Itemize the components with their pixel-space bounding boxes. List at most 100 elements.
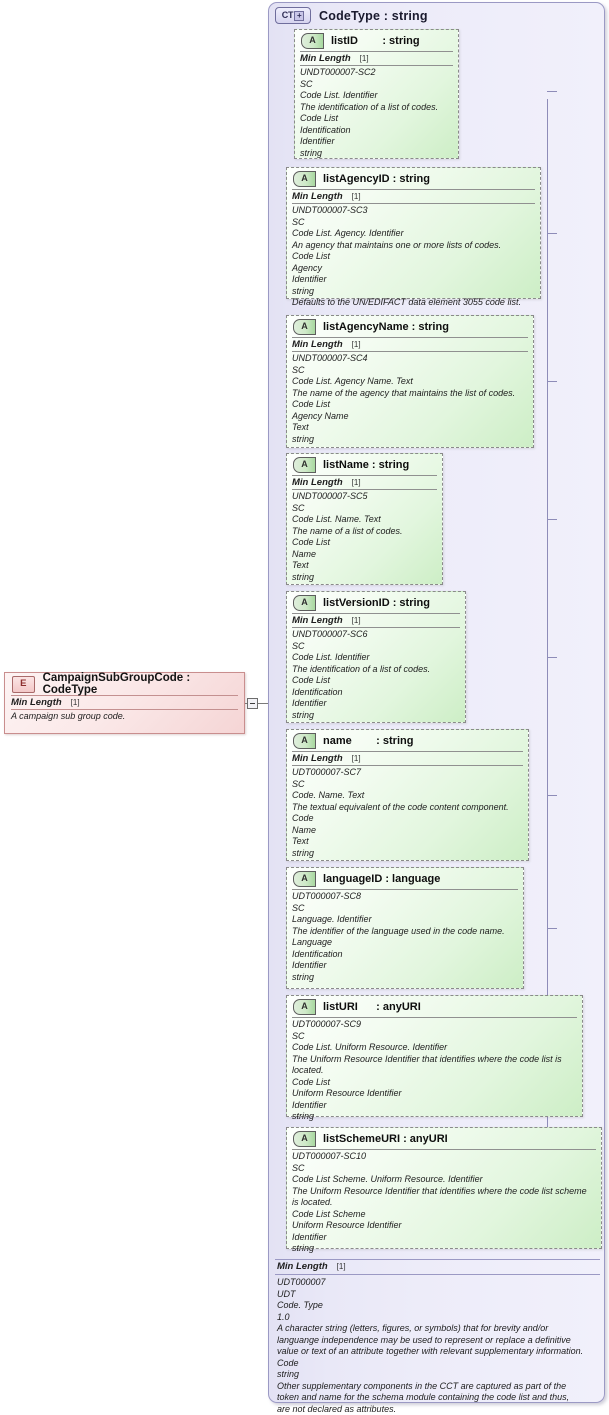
documentation-line: Text <box>292 560 437 572</box>
expand-plus-icon[interactable]: + <box>294 11 304 21</box>
attribute-facet-label: Min Length <box>292 339 343 350</box>
documentation-line: string <box>292 710 460 722</box>
documentation-line: Identification <box>292 687 460 699</box>
documentation-line: UDT000007-SC9 <box>292 1019 577 1031</box>
documentation-line: The name of the agency that maintains th… <box>292 388 528 400</box>
documentation-line: Code List. Agency. Identifier <box>292 228 535 240</box>
element-documentation: A campaign sub group code. <box>5 710 244 723</box>
documentation-line: The Uniform Resource Identifier that ide… <box>292 1186 596 1209</box>
documentation-line: Code List. Uniform Resource. Identifier <box>292 1042 577 1054</box>
documentation-line: string <box>292 286 535 298</box>
tree-connector-stub <box>547 91 557 92</box>
attribute-facet-value: [1] <box>352 192 361 201</box>
documentation-line: Identifier <box>292 698 460 710</box>
documentation-line: Identifier <box>292 1100 577 1112</box>
element-facet-label: Min Length <box>11 697 62 708</box>
documentation-line: Identifier <box>292 960 518 972</box>
documentation-line: Identifier <box>292 274 535 286</box>
documentation-line: Uniform Resource Identifier <box>292 1088 577 1100</box>
collapse-toggle-icon[interactable] <box>247 698 258 709</box>
documentation-line: Code. Type <box>277 1300 598 1312</box>
documentation-line: UNDT000007-SC5 <box>292 491 437 503</box>
attribute-title: listAgencyID : string <box>323 173 430 185</box>
complextype-facet-label: Min Length <box>277 1261 328 1272</box>
tree-connector-stub <box>547 233 557 234</box>
documentation-line: languange independence may be used to re… <box>277 1335 598 1347</box>
attribute-facet-label: Min Length <box>292 191 343 202</box>
documentation-line: The identification of a list of codes. <box>300 102 453 114</box>
documentation-line: SC <box>292 1163 596 1175</box>
attribute-badge-icon: A <box>293 999 316 1015</box>
documentation-line: Code List <box>292 1077 577 1089</box>
attribute-facet-minlength: Min Length[1] <box>295 52 458 65</box>
documentation-line: UNDT000007-SC4 <box>292 353 528 365</box>
attribute-facet-label: Min Length <box>292 753 343 764</box>
element-facet-value: [1] <box>71 698 80 707</box>
documentation-line: Text <box>292 836 523 848</box>
documentation-line: UDT000007 <box>277 1277 598 1289</box>
attribute-title: languageID : language <box>323 873 440 885</box>
documentation-line: Code <box>277 1358 598 1370</box>
documentation-line: string <box>292 972 518 984</box>
documentation-line: Code. Name. Text <box>292 790 523 802</box>
documentation-line: An agency that maintains one or more lis… <box>292 240 535 252</box>
documentation-line: Text <box>292 422 528 434</box>
attribute-facet-label: Min Length <box>292 477 343 488</box>
documentation-line: SC <box>292 1031 577 1043</box>
documentation-line: Name <box>292 549 437 561</box>
element-title: CampaignSubGroupCode : CodeType <box>43 672 244 696</box>
documentation-line: Identification <box>300 125 453 137</box>
documentation-line: string <box>292 1111 577 1123</box>
element-header: E CampaignSubGroupCode : CodeType <box>5 673 244 695</box>
attribute-badge-icon: A <box>293 1131 316 1147</box>
element-box-campaignsubgroupcode[interactable]: E CampaignSubGroupCode : CodeType Min Le… <box>4 672 245 734</box>
documentation-line: SC <box>292 903 518 915</box>
attribute-facet-label: Min Length <box>300 53 351 64</box>
attribute-facet-value: [1] <box>352 616 361 625</box>
documentation-line: are not declared as attributes. <box>277 1404 598 1415</box>
documentation-line: Language <box>292 937 518 949</box>
documentation-line: Identification <box>292 949 518 961</box>
attribute-badge-icon: A <box>293 733 316 749</box>
documentation-line: Code List <box>300 113 453 125</box>
tree-connector-stub <box>547 657 557 658</box>
documentation-line: Code List <box>292 251 535 263</box>
attribute-badge-icon: A <box>293 319 316 335</box>
tree-connector-stub <box>547 928 557 929</box>
documentation-line: string <box>292 434 528 446</box>
documentation-line: UDT000007-SC8 <box>292 891 518 903</box>
attribute-badge-icon: A <box>293 457 316 473</box>
documentation-line: UNDT000007-SC6 <box>292 629 460 641</box>
documentation-line: Identifier <box>300 136 453 148</box>
complextype-facet-value: [1] <box>337 1262 346 1271</box>
attribute-title: listID : string <box>331 35 420 47</box>
documentation-line: string <box>292 1243 596 1255</box>
complextype-facet-minlength: Min Length [1] <box>275 1260 600 1274</box>
complextype-title: CodeType : string <box>319 9 428 23</box>
documentation-line: UDT000007-SC10 <box>292 1151 596 1163</box>
documentation-line: Code List Scheme <box>292 1209 596 1221</box>
attribute-badge-icon: A <box>293 171 316 187</box>
element-facet-minlength: Min Length [1] <box>5 696 244 709</box>
documentation-line: The textual equivalent of the code conte… <box>292 802 523 814</box>
attribute-title: listURI : anyURI <box>323 1001 421 1013</box>
documentation-line: Language. Identifier <box>292 914 518 926</box>
documentation-line: Code List. Identifier <box>292 652 460 664</box>
